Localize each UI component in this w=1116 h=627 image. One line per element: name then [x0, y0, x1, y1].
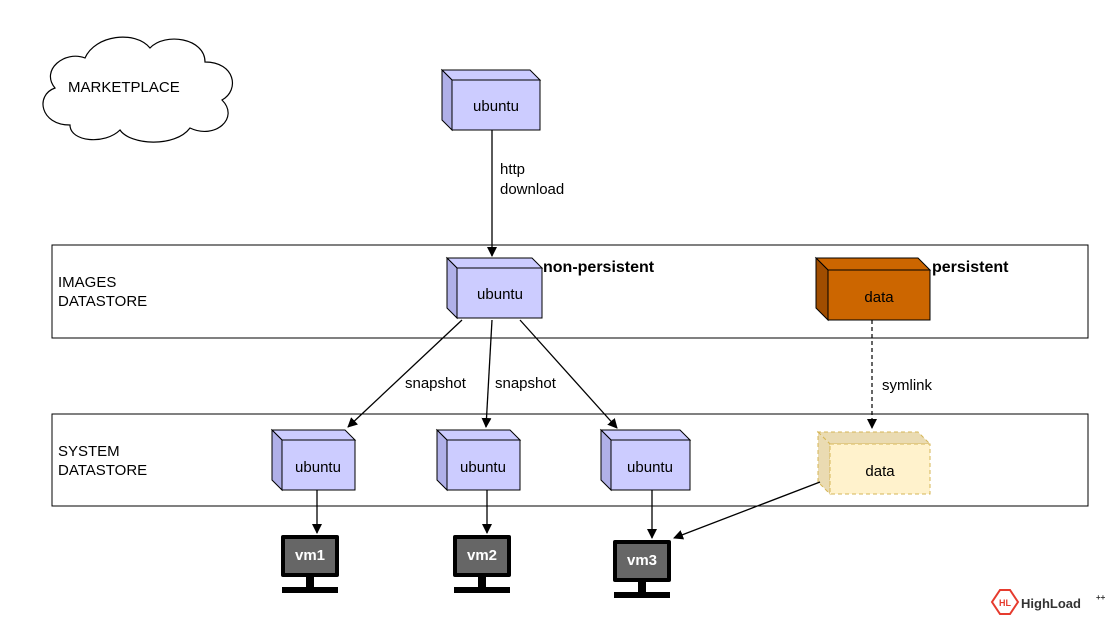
system-datastore-label-2: DATASTORE	[58, 462, 147, 479]
system-datastore-box	[51, 413, 1089, 507]
image-data-cube: data	[814, 256, 932, 322]
snapshot-label-left: snapshot	[405, 375, 467, 392]
system-ubuntu-cube-1: ubuntu	[270, 428, 357, 492]
system-datastore-label-1: SYSTEM	[58, 443, 120, 460]
marketplace-cloud: MARKETPLACE	[42, 36, 233, 143]
logo-brand: HighLoad	[1021, 596, 1081, 611]
system-ubuntu-label-1: ubuntu	[295, 459, 341, 476]
vm1-monitor: vm1	[281, 535, 339, 593]
marketplace-label: MARKETPLACE	[68, 79, 180, 96]
system-data-cube: data	[816, 430, 932, 496]
system-ubuntu-cube-3: ubuntu	[599, 428, 692, 492]
image-ubuntu-label: ubuntu	[477, 286, 523, 303]
logo-mark: HL	[999, 598, 1011, 608]
system-data-label: data	[865, 463, 895, 480]
snapshot-label-right: snapshot	[495, 375, 557, 392]
vm2-label: vm2	[467, 547, 497, 564]
vm3-label: vm3	[627, 552, 657, 569]
image-data-label: data	[864, 289, 894, 306]
system-ubuntu-label-2: ubuntu	[460, 459, 506, 476]
persistent-tag: persistent	[932, 259, 1009, 276]
logo-hex-icon	[990, 589, 1020, 615]
vm3-monitor: vm3	[613, 540, 671, 598]
download-label-1: http	[500, 161, 525, 178]
highload-logo: HL HighLoad ++	[990, 589, 1106, 615]
images-datastore-label-1: IMAGES	[58, 274, 116, 291]
symlink-label: symlink	[882, 377, 933, 394]
snapshot-arrow-2	[481, 319, 493, 428]
market-ubuntu-label: ubuntu	[473, 98, 519, 115]
logo-suffix: ++	[1096, 593, 1106, 602]
vm1-label: vm1	[295, 547, 325, 564]
vm3-arrow-from-data	[673, 481, 821, 540]
non-persistent-tag: non-persistent	[543, 259, 655, 276]
system-ubuntu-label-3: ubuntu	[627, 459, 673, 476]
images-datastore-label-2: DATASTORE	[58, 293, 147, 310]
snapshot-arrow-1	[347, 319, 463, 428]
vm2-monitor: vm2	[453, 535, 511, 593]
snapshot-arrow-3	[519, 319, 618, 429]
market-ubuntu-cube: ubuntu	[440, 68, 542, 132]
download-label-2: download	[500, 181, 564, 198]
image-ubuntu-cube: ubuntu	[445, 256, 544, 320]
system-ubuntu-cube-2: ubuntu	[435, 428, 522, 492]
